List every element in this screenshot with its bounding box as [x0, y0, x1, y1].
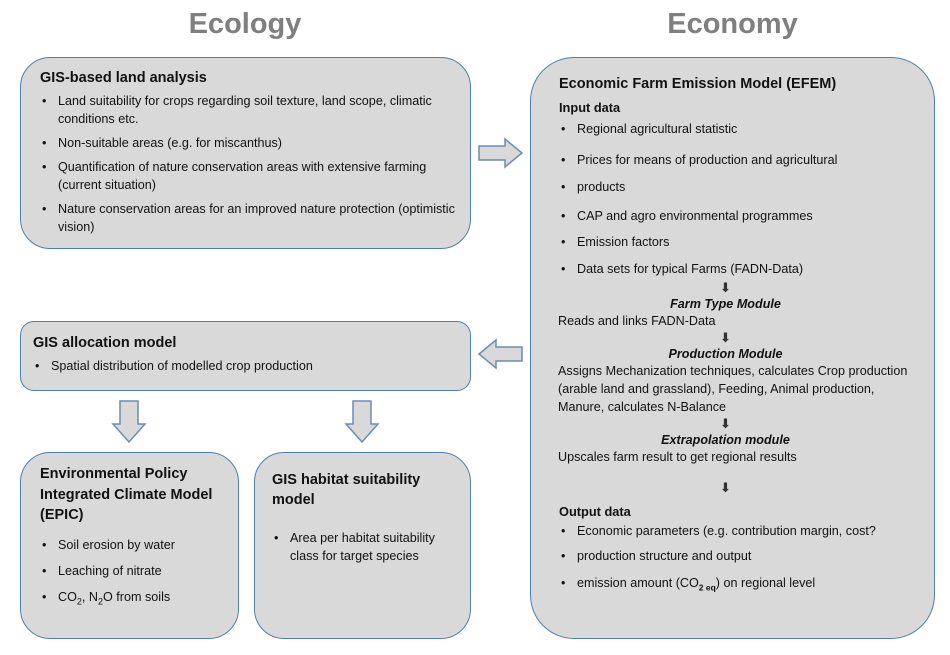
output-data-title: Output data	[559, 503, 631, 519]
efem-title: Economic Farm Emission Model (EFEM)	[559, 76, 837, 92]
list-item: emission amount (CO2 eq) on regional lev…	[559, 574, 920, 597]
allocation-model-box: GIS allocation model Spatial distributio…	[20, 321, 471, 391]
down-arrow-icon: ⬇	[720, 329, 731, 345]
input-data-list: Regional agricultural statistic Prices f…	[559, 120, 920, 278]
farm-type-module-title: Farm Type Module	[670, 296, 781, 311]
emission-rest: O from soils	[103, 589, 171, 604]
land-analysis-list: Land suitability for crops regarding soi…	[40, 92, 458, 236]
list-item: Quantification of nature conservation ar…	[40, 158, 458, 194]
list-item: Prices for means of production and agric…	[559, 147, 920, 174]
list-item-continuation: products	[559, 174, 920, 201]
emission-sep: , N	[81, 589, 98, 604]
list-item: Data sets for typical Farms (FADN-Data)	[559, 260, 920, 278]
epic-list: Soil erosion by water Leaching of nitrat…	[40, 536, 226, 611]
down-arrow-icon: ⬇	[720, 279, 731, 295]
list-item: Land suitability for crops regarding soi…	[40, 92, 458, 128]
habitat-model-title: GIS habitat suitability model	[272, 472, 421, 508]
down-arrow-icon	[344, 400, 380, 444]
left-arrow-icon	[477, 338, 523, 370]
allocation-model-title: GIS allocation model	[33, 335, 177, 351]
down-arrow-icon: ⬇	[720, 479, 731, 495]
extrapolation-module-text: Upscales farm result to get regional res…	[558, 449, 797, 464]
list-item: Leaching of nitrate	[40, 562, 226, 580]
emission-co-subscript: 2	[76, 596, 82, 607]
list-item: Economic parameters (e.g. contribution m…	[559, 522, 920, 540]
extrapolation-module-title: Extrapolation module	[661, 432, 790, 447]
economy-heading: Economy	[667, 8, 798, 40]
list-item: Nature conservation areas for an improve…	[40, 200, 458, 236]
farm-type-module-text: Reads and links FADN-Data	[558, 313, 716, 328]
list-item: CO2, N2O from soils	[40, 588, 226, 611]
land-analysis-title: GIS-based land analysis	[40, 70, 207, 86]
input-data-title: Input data	[559, 100, 621, 115]
production-module-text: Assigns Mechanization techniques, calcul…	[558, 363, 908, 414]
epic-box: Environmental Policy Integrated Climate …	[20, 452, 239, 639]
list-item: Non-suitable areas (e.g. for miscanthus)	[40, 134, 458, 152]
list-item: Emission factors	[559, 233, 920, 251]
down-arrow-icon	[111, 400, 147, 444]
list-item: Spatial distribution of modelled crop pr…	[33, 357, 458, 375]
emission-co: CO	[58, 589, 77, 604]
ecology-heading: Ecology	[188, 8, 302, 40]
habitat-model-box: GIS habitat suitability model Area per h…	[254, 452, 471, 639]
right-arrow-icon	[478, 137, 524, 169]
epic-title: Environmental Policy Integrated Climate …	[40, 466, 213, 523]
land-analysis-box: GIS-based land analysis Land suitability…	[20, 57, 471, 249]
list-item: Regional agricultural statistic	[559, 120, 920, 138]
down-arrow-icon: ⬇	[720, 415, 731, 431]
list-item: production structure and output	[559, 547, 920, 565]
allocation-model-list: Spatial distribution of modelled crop pr…	[33, 357, 458, 375]
emission-amount-subscript: 2 eq	[698, 582, 716, 593]
emission-amount-post: ) on regional level	[715, 575, 816, 590]
habitat-model-list: Area per habitat suitability class for t…	[272, 529, 458, 565]
production-module-title: Production Module	[668, 346, 783, 361]
list-item: Soil erosion by water	[40, 536, 226, 554]
list-item: Area per habitat suitability class for t…	[272, 529, 458, 565]
list-item: CAP and agro environmental programmes	[559, 207, 920, 225]
efem-box: Economic Farm Emission Model (EFEM) Inpu…	[530, 57, 935, 639]
emission-n2o-subscript: 2	[98, 596, 104, 607]
emission-amount-pre: emission amount (CO	[577, 575, 699, 590]
output-data-list: Economic parameters (e.g. contribution m…	[559, 522, 920, 597]
